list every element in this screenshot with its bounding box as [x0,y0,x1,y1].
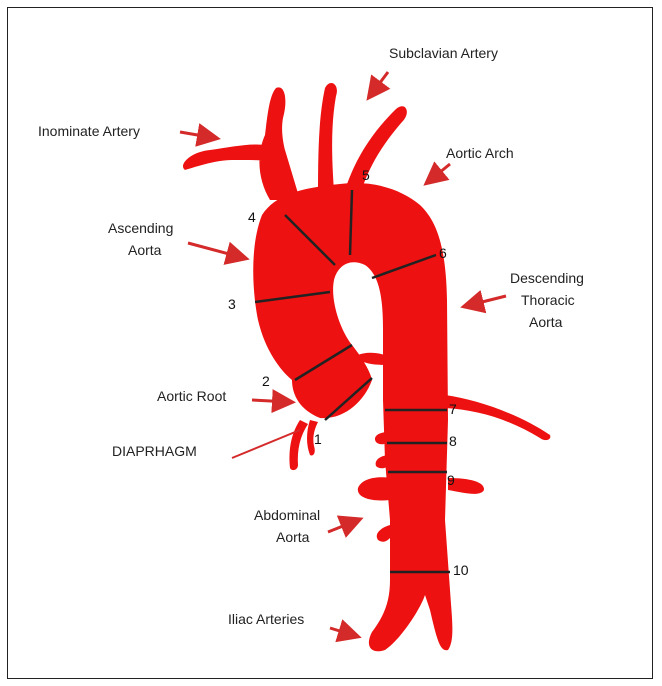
segment-number-4: 4 [248,209,256,225]
root-branch-1 [289,420,308,470]
label-aortic-arch: Aortic Arch [446,145,514,161]
small-branch-left-1 [375,432,388,444]
label-descending-line1: Descending [510,270,584,286]
label-ascending-line2: Aorta [128,242,162,258]
small-branch-left-3 [377,525,390,542]
label-subclavian-artery: Subclavian Artery [389,45,498,61]
segment-number-1: 1 [314,431,322,447]
label-descending-line2: Thoracic [521,292,575,308]
arrow-aortic-root [252,400,290,402]
arrow-iliac [330,628,356,636]
subclavian-branch [345,106,407,195]
label-inominate-artery: Inominate Artery [38,123,140,139]
label-diaphragm: DIAPRHAGM [112,443,197,459]
arrow-ascending [188,243,244,258]
segment-number-3: 3 [228,296,236,312]
segment-number-2: 2 [262,373,270,389]
small-branch-left-2 [376,455,388,468]
arrow-aortic-arch [428,164,450,182]
segment-number-7: 7 [449,401,457,417]
label-descending-line3: Aorta [529,314,563,330]
label-ascending-line1: Ascending [108,220,173,236]
label-aortic-root: Aortic Root [157,388,226,404]
segment-number-5: 5 [362,167,370,183]
label-iliac-arteries: Iliac Arteries [228,611,304,627]
arrow-descending [466,296,506,306]
arrow-subclavian [370,72,388,96]
label-abdominal-line1: Abdominal [254,507,320,523]
inominate-branch [183,87,300,200]
arrow-inominate [180,132,215,138]
segment-number-6: 6 [439,245,447,261]
aortic-arch-body [253,183,452,651]
segment-number-8: 8 [449,433,457,449]
segment-number-9: 9 [447,472,455,488]
arrow-abdominal [328,520,358,532]
label-abdominal-line2: Aorta [276,529,310,545]
segment-number-10: 10 [453,562,469,578]
renal-branch-right [445,395,550,440]
mesenteric-branch [358,477,390,500]
